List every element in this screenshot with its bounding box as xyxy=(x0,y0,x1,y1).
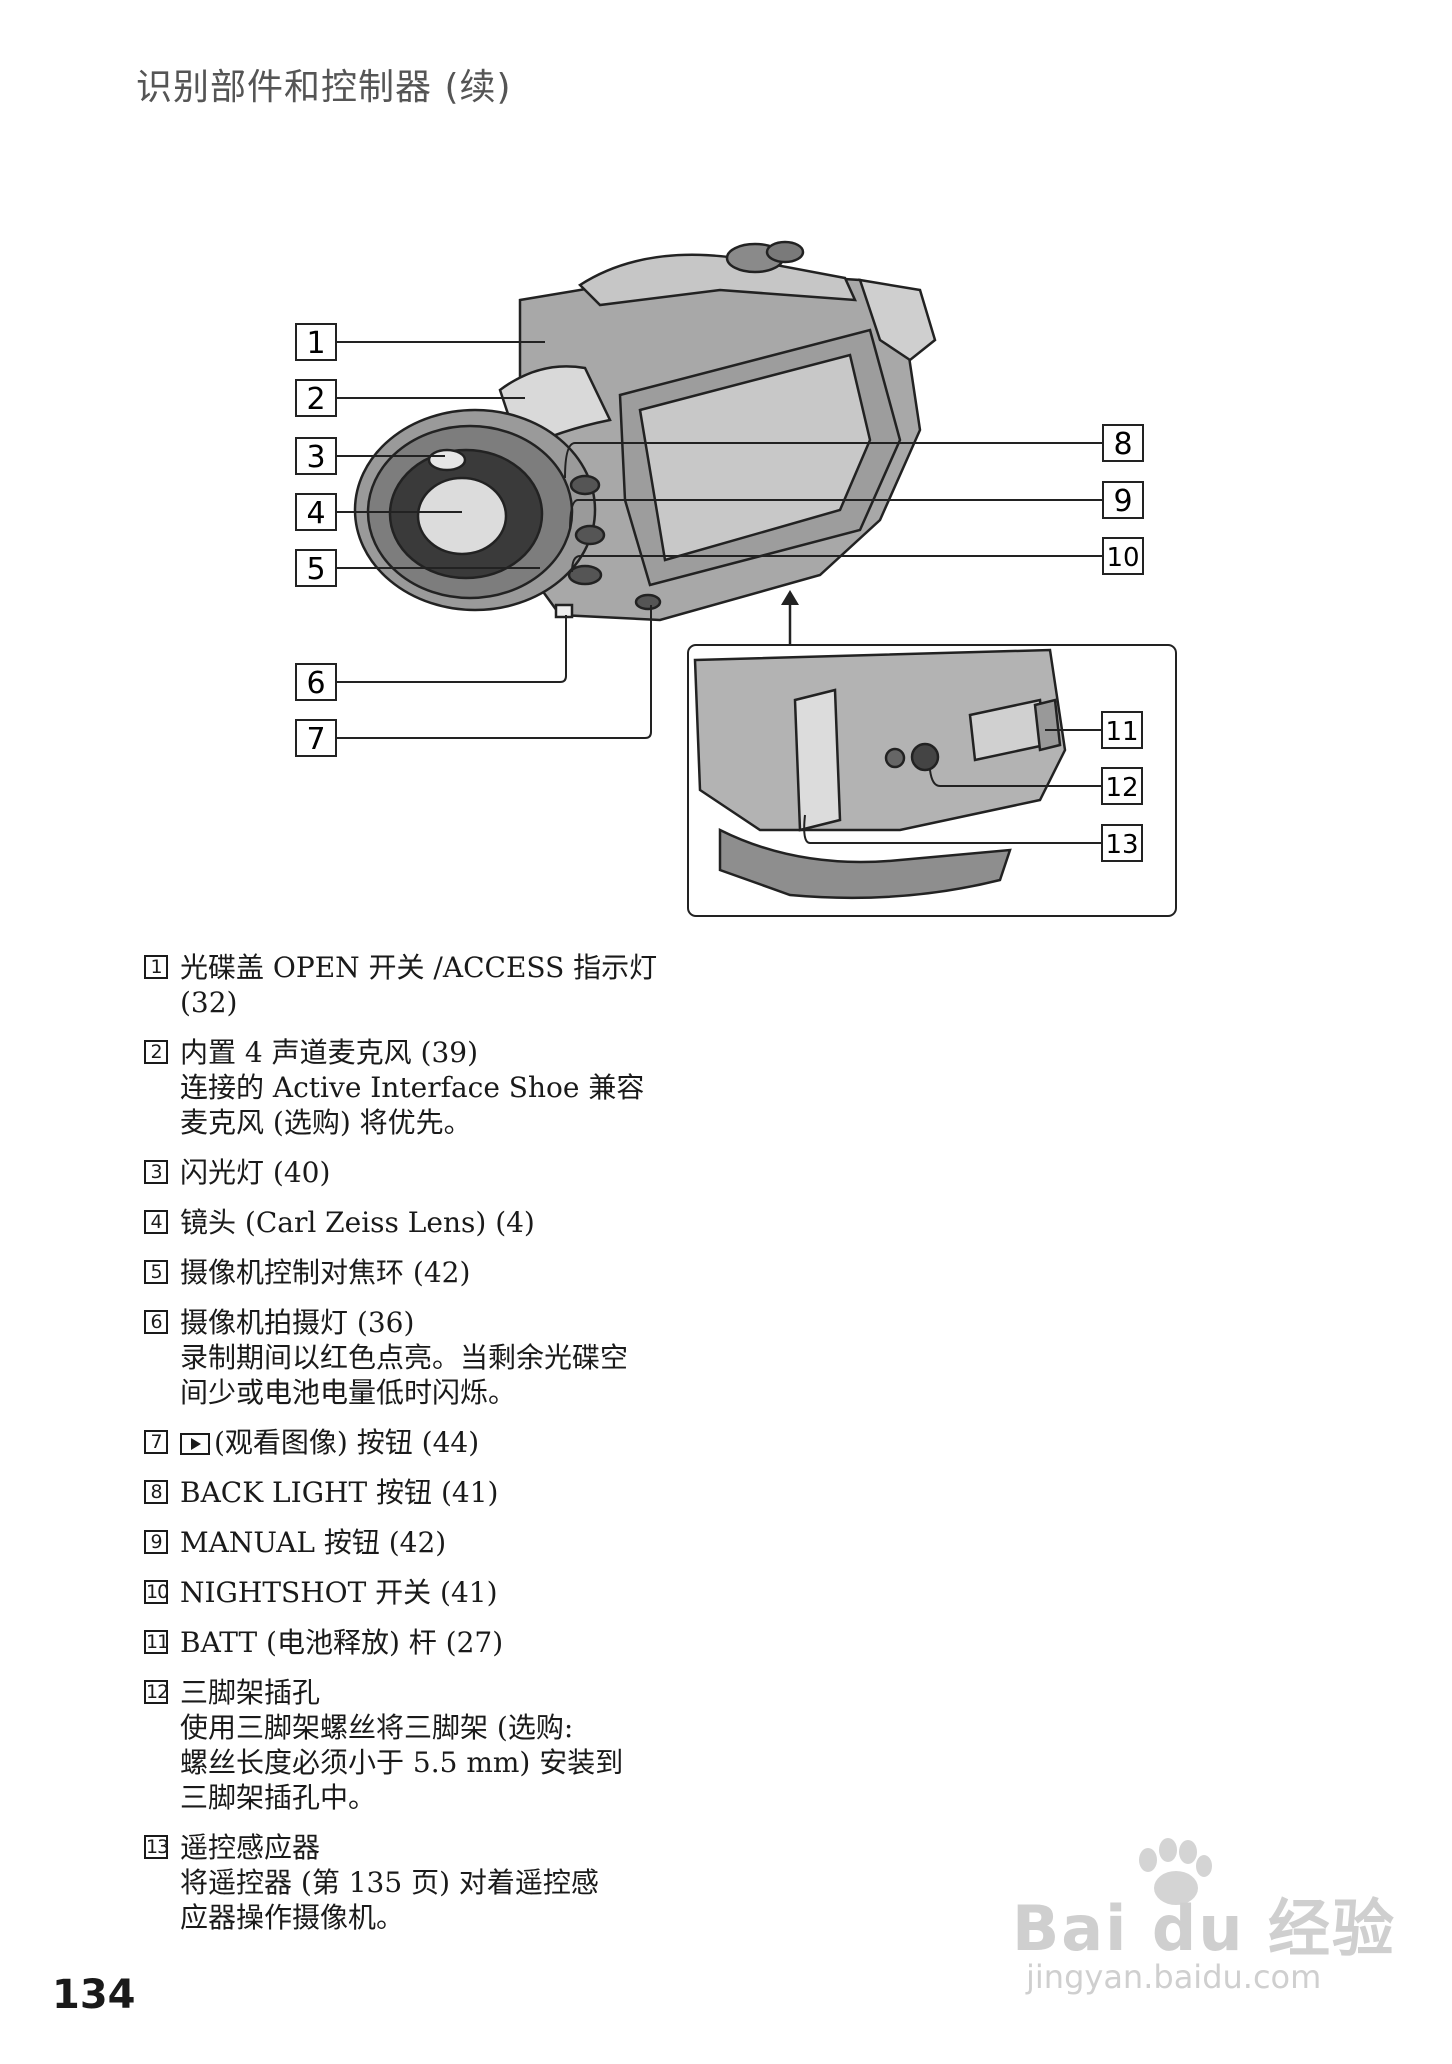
item-text: 摄像机拍摄灯 (36) xyxy=(180,1306,415,1339)
item-text: BACK LIGHT 按钮 (41) xyxy=(180,1476,499,1509)
item-text: MANUAL 按钮 (42) xyxy=(180,1526,447,1559)
item-text: 三脚架插孔 xyxy=(180,1676,321,1709)
callout-box-13 xyxy=(1101,824,1143,862)
item-number: 4 xyxy=(144,1210,168,1234)
callout-box-11 xyxy=(1101,711,1143,749)
item-number: 8 xyxy=(144,1480,168,1504)
item-text: 螺丝长度必须小于 5.5 mm) 安装到 xyxy=(180,1746,624,1779)
item-text: NIGHTSHOT 开关 (41) xyxy=(180,1576,498,1609)
callout-box-4 xyxy=(295,493,337,531)
callout-label-6: 6 xyxy=(306,666,325,701)
item-number: 9 xyxy=(144,1530,168,1554)
list-item: 7 (观看图像) 按钮 (44) xyxy=(144,1425,764,1460)
item-number: 13 xyxy=(144,1835,169,1859)
item-text: 麦克风 (选购) 将优先。 xyxy=(180,1106,472,1139)
item-number: 11 xyxy=(144,1630,169,1654)
inset-arrow-head xyxy=(781,590,799,605)
item-number: 10 xyxy=(144,1580,169,1604)
list-item: 3 闪光灯 (40) xyxy=(144,1155,764,1190)
list-item: 4 镜头 (Carl Zeiss Lens) (4) xyxy=(144,1205,764,1240)
callout-label-4: 4 xyxy=(306,496,325,531)
callout-label-13: 13 xyxy=(1105,830,1138,860)
list-item: 11 BATT (电池释放) 杆 (27) xyxy=(144,1625,764,1660)
play-icon xyxy=(180,1433,210,1455)
callout-labels: 1 2 3 4 5 6 7 8 9 10 11 12 13 xyxy=(295,323,1144,862)
item-text: 应器操作摄像机。 xyxy=(180,1901,405,1934)
item-text: 使用三脚架螺丝将三脚架 (选购: xyxy=(180,1711,574,1744)
leader-lines xyxy=(336,341,1103,844)
item-text: 连接的 Active Interface Shoe 兼容 xyxy=(180,1071,645,1104)
callout-box-2 xyxy=(295,379,337,417)
list-item: 9 MANUAL 按钮 (42) xyxy=(144,1525,764,1560)
item-number: 7 xyxy=(144,1430,168,1454)
item-number: 3 xyxy=(144,1160,168,1184)
callout-box-9 xyxy=(1102,481,1144,519)
item-text: 摄像机控制对焦环 (42) xyxy=(180,1256,471,1289)
item-number: 2 xyxy=(144,1040,168,1064)
list-item: 1 光碟盖 OPEN 开关 /ACCESS 指示灯 (32) xyxy=(144,950,764,1020)
page-number: 134 xyxy=(52,1972,136,2018)
callout-box-5 xyxy=(295,549,337,587)
callout-label-3: 3 xyxy=(306,440,325,475)
list-item: 10 NIGHTSHOT 开关 (41) xyxy=(144,1575,764,1610)
list-item: 5 摄像机控制对焦环 (42) xyxy=(144,1255,764,1290)
callout-box-6 xyxy=(295,663,337,701)
item-number: 6 xyxy=(144,1310,168,1334)
callout-box-8 xyxy=(1102,424,1144,462)
callout-box-3 xyxy=(295,437,337,475)
list-item: 13 遥控感应器 将遥控器 (第 135 页) 对着遥控感 应器操作摄像机。 xyxy=(144,1830,764,1935)
item-text: 闪光灯 (40) xyxy=(180,1156,331,1189)
item-text: 光碟盖 OPEN 开关 /ACCESS 指示灯 xyxy=(180,951,658,984)
callout-label-10: 10 xyxy=(1106,543,1139,573)
list-item: 8 BACK LIGHT 按钮 (41) xyxy=(144,1475,764,1510)
callout-label-12: 12 xyxy=(1105,773,1138,803)
list-item: 6 摄像机拍摄灯 (36) 录制期间以红色点亮。当剩余光碟空 间少或电池电量低时… xyxy=(144,1305,764,1410)
callout-label-7: 7 xyxy=(306,722,325,757)
watermark-url: jingyan.baidu.com xyxy=(1026,1958,1322,1996)
page-header: 识别部件和控制器 (续) xyxy=(136,67,512,108)
callout-box-7 xyxy=(295,719,337,757)
item-number: 1 xyxy=(144,955,168,979)
item-number: 12 xyxy=(144,1680,169,1704)
item-text: 镜头 (Carl Zeiss Lens) (4) xyxy=(180,1206,535,1239)
item-text: 录制期间以红色点亮。当剩余光碟空 xyxy=(180,1341,629,1374)
callout-box-1 xyxy=(295,323,337,361)
item-text: (观看图像) 按钮 (44) xyxy=(214,1426,480,1459)
callout-box-10 xyxy=(1102,537,1144,575)
item-text: 三脚架插孔中。 xyxy=(180,1781,377,1814)
callout-label-5: 5 xyxy=(306,552,325,587)
item-text: 间少或电池电量低时闪烁。 xyxy=(180,1376,517,1409)
parts-list: 1 光碟盖 OPEN 开关 /ACCESS 指示灯 (32) 2 内置 4 声道… xyxy=(144,950,764,1950)
callout-label-1: 1 xyxy=(306,326,325,361)
list-item: 12 三脚架插孔 使用三脚架螺丝将三脚架 (选购: 螺丝长度必须小于 5.5 m… xyxy=(144,1675,764,1815)
callout-label-2: 2 xyxy=(306,382,325,417)
item-text: 内置 4 声道麦克风 (39) xyxy=(180,1036,478,1069)
callout-box-12 xyxy=(1101,767,1143,805)
callout-label-9: 9 xyxy=(1113,484,1132,519)
list-item: 2 内置 4 声道麦克风 (39) 连接的 Active Interface S… xyxy=(144,1035,764,1140)
item-text: 遥控感应器 xyxy=(180,1831,321,1864)
item-number: 5 xyxy=(144,1260,168,1284)
watermark: Bai du 经验 jingyan.baidu.com xyxy=(1012,1838,1394,2008)
paw-icon xyxy=(1139,1838,1212,1905)
item-text: BATT (电池释放) 杆 (27) xyxy=(180,1626,504,1659)
callout-label-8: 8 xyxy=(1113,427,1132,462)
watermark-brand: Bai du 经验 xyxy=(1012,1892,1397,1965)
item-text: (32) xyxy=(180,986,238,1019)
item-text: 将遥控器 (第 135 页) 对着遥控感 xyxy=(180,1866,599,1899)
callout-label-11: 11 xyxy=(1105,717,1138,747)
camcorder-illustration xyxy=(353,240,937,622)
